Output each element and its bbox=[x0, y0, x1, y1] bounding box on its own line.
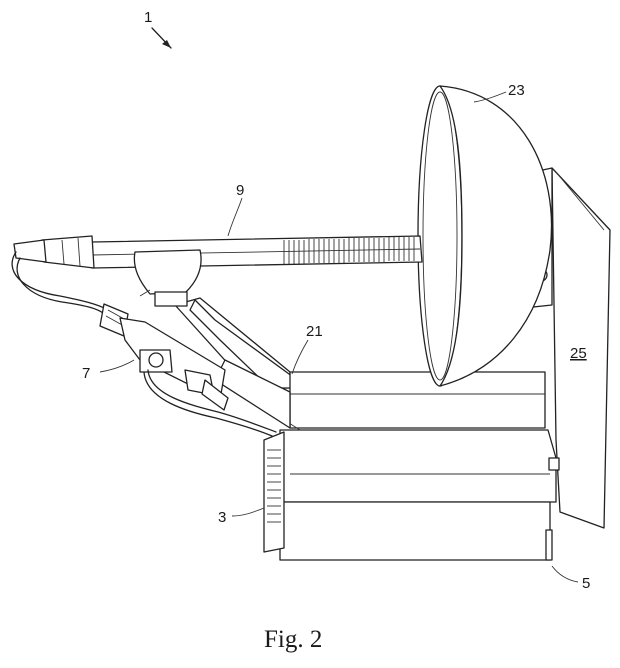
ref-arrow-1 bbox=[151, 27, 172, 49]
leader-line-23 bbox=[473, 91, 507, 103]
ref-label-23: 23 bbox=[508, 82, 525, 99]
base-upper-housing bbox=[279, 429, 560, 503]
ref-label-9: 9 bbox=[236, 182, 244, 199]
leader-line-9 bbox=[227, 197, 243, 237]
side-connector-block-3 bbox=[263, 431, 285, 553]
ref-label-7: 7 bbox=[82, 365, 90, 382]
wall-plate-25 bbox=[551, 167, 611, 529]
support-arm-21 bbox=[174, 297, 546, 431]
ref-label-3: 3 bbox=[218, 509, 226, 526]
probe-holder-clamp bbox=[133, 249, 202, 307]
leader-line-3 bbox=[231, 507, 265, 517]
leader-line-7 bbox=[99, 359, 135, 373]
connector-unit-7 bbox=[119, 317, 277, 437]
ref-label-25: 25 bbox=[570, 345, 587, 362]
probe-grip-pattern bbox=[283, 237, 415, 264]
ref-label-1: 1 bbox=[144, 9, 152, 26]
probe-handle-9 bbox=[13, 235, 423, 269]
ref-label-5: 5 bbox=[582, 575, 590, 592]
figure-caption: Fig. 2 bbox=[264, 626, 322, 653]
reflector-dish-23 bbox=[417, 85, 553, 387]
leader-line-5 bbox=[551, 565, 579, 583]
base-lower-housing bbox=[279, 501, 553, 561]
probe-cable bbox=[11, 251, 129, 337]
leader-line-21 bbox=[291, 339, 309, 375]
ref-label-21: 21 bbox=[306, 323, 323, 340]
